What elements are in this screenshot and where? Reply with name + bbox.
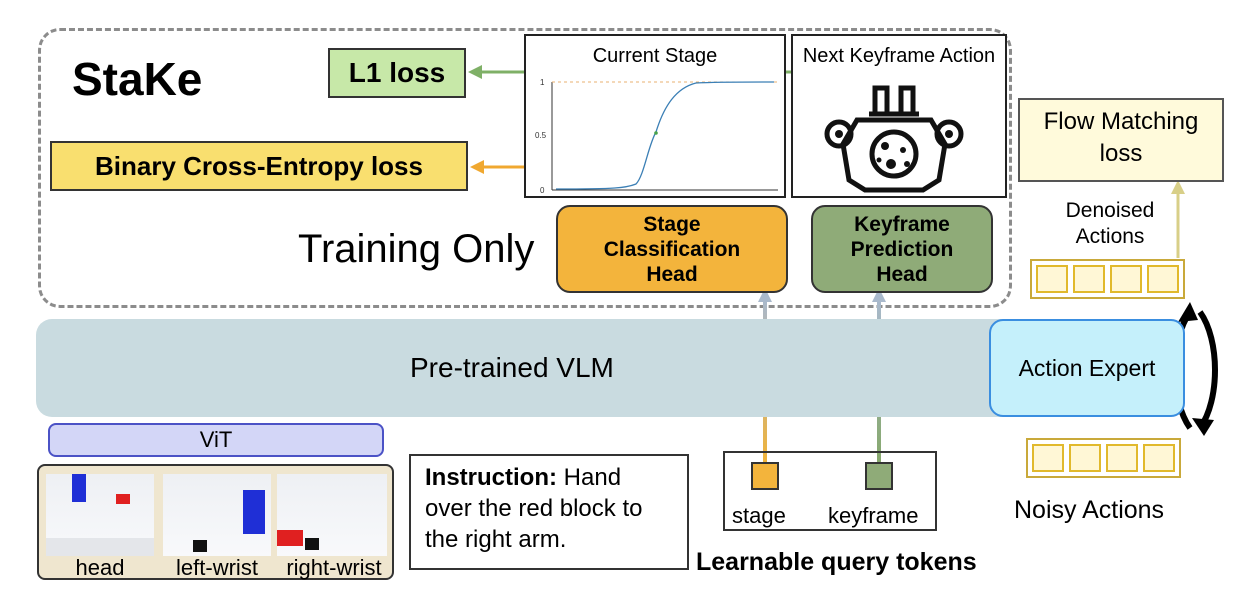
- sigmoid-curve: [555, 81, 775, 190]
- query-tokens-title: Learnable query tokens: [696, 548, 977, 576]
- action-token: [1073, 265, 1105, 293]
- next-keyframe-title: Next Keyframe Action: [802, 45, 996, 67]
- noisy-action-tokens: [1026, 438, 1181, 478]
- pretrained-vlm-bar: [36, 319, 1096, 417]
- right-wrist-camera-image: [277, 474, 387, 556]
- training-only-label: Training Only: [298, 227, 535, 271]
- action-token: [1069, 444, 1101, 472]
- instruction-text: Hand over the red block to the right arm…: [425, 464, 643, 553]
- current-stage-panel: Current Stage 1 0.5 0: [524, 34, 786, 198]
- action-token: [1143, 444, 1175, 472]
- stage-token: [751, 462, 779, 490]
- action-token: [1106, 444, 1138, 472]
- ytick-0: 0: [540, 186, 545, 195]
- camera-images-panel: head left-wrist right-wrist: [37, 464, 394, 580]
- camera-label-left-wrist: left-wrist: [176, 555, 258, 580]
- query-tokens-box: [723, 451, 937, 531]
- flow-arrowhead: [1171, 180, 1185, 194]
- action-token: [1147, 265, 1179, 293]
- keyframe-token: [865, 462, 893, 490]
- flow-matching-loss-box: Flow Matching loss: [1018, 98, 1224, 182]
- camera-label-right-wrist: right-wrist: [286, 555, 382, 580]
- stage-head-line1: Stage: [643, 212, 701, 236]
- current-stage-title: Current Stage: [592, 45, 718, 67]
- denoised-action-tokens: [1030, 259, 1185, 299]
- stage-head-line2: Classification: [603, 237, 741, 261]
- bce-arrowhead: [470, 160, 484, 174]
- instruction-box: Instruction: Hand over the red block to …: [409, 454, 689, 570]
- head-camera-image: [46, 474, 154, 556]
- keyframe-head-line2: Prediction: [850, 237, 954, 261]
- stage-token-label: stage: [732, 503, 786, 528]
- stage-head-line3: Head: [646, 262, 698, 286]
- action-token: [1032, 444, 1064, 472]
- camera-label-head: head: [75, 555, 125, 580]
- l1-loss-box: L1 loss: [328, 48, 466, 98]
- sigmoid-plot: 1 0.5 0: [535, 78, 778, 195]
- vit-bar: ViT: [48, 423, 384, 457]
- denoise-loop-down: [1197, 310, 1218, 430]
- training-only-region: [38, 28, 1012, 308]
- action-token: [1110, 265, 1142, 293]
- keyframe-token-label: keyframe: [828, 503, 919, 528]
- flow-loss-line2: loss: [1099, 140, 1143, 167]
- keyframe-query-arrowhead: [872, 288, 886, 302]
- robot-gripper-icon: [824, 85, 964, 193]
- action-expert-box: Action Expert: [989, 319, 1185, 417]
- l1-arrowhead: [468, 65, 482, 79]
- denoised-line2: Actions: [1075, 225, 1145, 248]
- next-keyframe-panel: Next Keyframe Action: [791, 34, 1007, 198]
- denoised-line1: Denoised: [1065, 199, 1155, 222]
- ytick-0-5: 0.5: [535, 131, 547, 140]
- keyframe-head-line3: Head: [876, 262, 928, 286]
- keyframe-head-line1: Keyframe: [854, 212, 950, 236]
- flow-loss-line1: Flow Matching: [1043, 108, 1199, 135]
- bce-loss-box: Binary Cross-Entropy loss: [50, 141, 468, 191]
- left-wrist-camera-image: [163, 474, 271, 556]
- page-title: StaKe: [72, 53, 203, 105]
- sigmoid-midpoint: [654, 131, 658, 135]
- noisy-actions-label: Noisy Actions: [1014, 496, 1165, 524]
- ytick-1: 1: [540, 78, 545, 87]
- stage-query-arrowhead: [758, 288, 772, 302]
- action-token: [1036, 265, 1068, 293]
- vlm-label: Pre-trained VLM: [410, 352, 614, 383]
- instruction-label: Instruction:: [425, 464, 557, 491]
